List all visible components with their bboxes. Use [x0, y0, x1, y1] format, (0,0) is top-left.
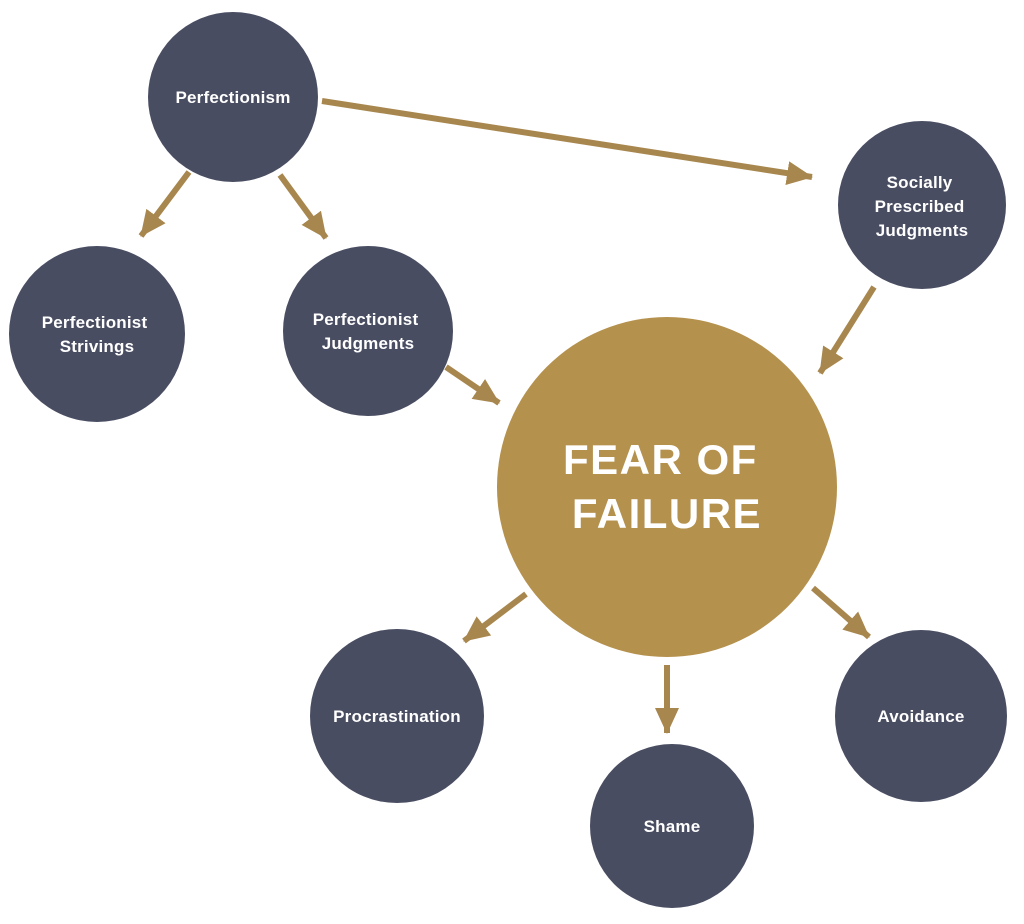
- arrow-perfectionism-to-perfectionist-judgments: [277, 173, 329, 240]
- shame-circle: [590, 744, 754, 908]
- node-perfectionism: Perfectionism: [148, 12, 318, 182]
- procrastination-circle: [310, 629, 484, 803]
- procrastination-label: Procrastination: [333, 707, 461, 726]
- fear-of-failure-label: FEAR OF FAILURE: [563, 436, 771, 537]
- edges: [138, 98, 877, 734]
- socially-prescribed-judgments-label: Socially Prescribed Judgments: [875, 173, 970, 240]
- arrow-socially-prescribed-to-fear: [817, 285, 877, 375]
- avoidance-label: Avoidance: [877, 707, 964, 726]
- node-shame: Shame: [590, 744, 754, 908]
- arrow-fear-to-avoidance: [811, 585, 871, 640]
- node-procrastination: Procrastination: [310, 629, 484, 803]
- arrow-perfectionist-judgments-to-fear: [444, 364, 501, 406]
- avoidance-circle: [835, 630, 1007, 802]
- shame-label: Shame: [644, 817, 701, 836]
- arrow-perfectionism-to-perfectionist-strivings: [138, 170, 192, 238]
- perfectionist-judgments-circle: [283, 246, 453, 416]
- socially-prescribed-judgments-circle: [838, 121, 1006, 289]
- fear-of-failure-circle: [497, 317, 837, 657]
- node-perfectionist-strivings: Perfectionist Strivings: [9, 246, 185, 422]
- arrow-fear-to-procrastination: [462, 591, 528, 644]
- node-avoidance: Avoidance: [835, 630, 1007, 802]
- arrow-perfectionism-to-socially-prescribed: [321, 98, 813, 186]
- perfectionist-strivings-circle: [9, 246, 185, 422]
- node-socially-prescribed-judgments: Socially Prescribed Judgments: [838, 121, 1006, 289]
- node-perfectionist-judgments: Perfectionist Judgments: [283, 246, 453, 416]
- perfectionist-judgments-label: Perfectionist Judgments: [313, 310, 424, 353]
- node-fear-of-failure: FEAR OF FAILURE: [497, 317, 837, 657]
- perfectionist-strivings-label: Perfectionist Strivings: [42, 313, 153, 356]
- perfectionism-circle: [148, 12, 318, 182]
- perfectionism-label: Perfectionism: [175, 88, 290, 107]
